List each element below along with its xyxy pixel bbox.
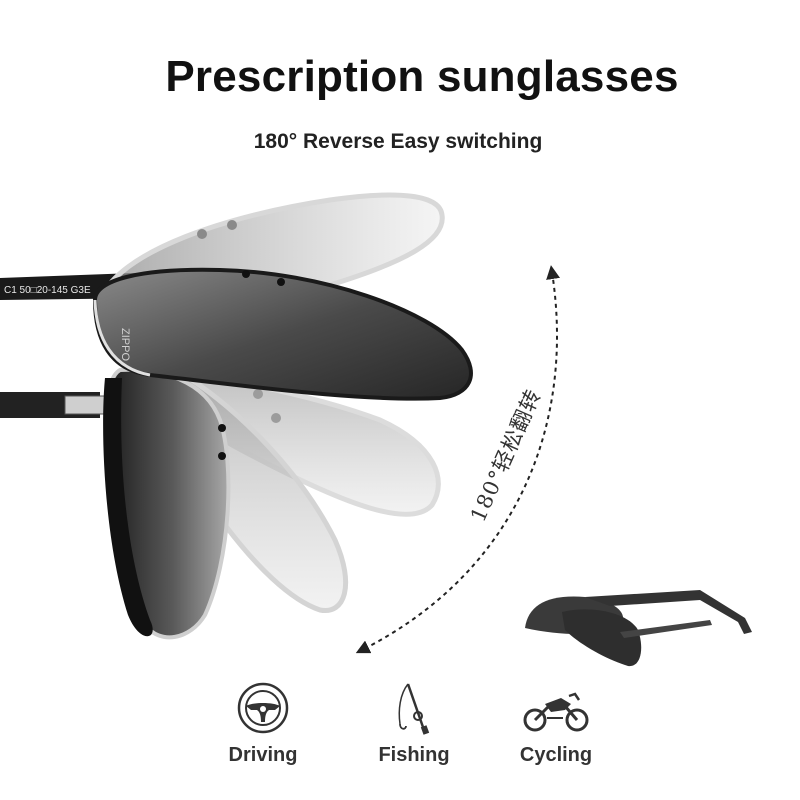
rotation-arrow (355, 265, 560, 654)
feature-label: Cycling (519, 744, 593, 766)
temple-marking: C1 50□20-145 G3E (4, 285, 91, 296)
brand-mark: ZIPPO (119, 328, 131, 361)
fishing-rod-icon (398, 683, 430, 735)
feature-label: Fishing (378, 744, 450, 766)
steering-wheel-icon (237, 682, 289, 734)
feature-cycling: Cycling (496, 680, 616, 767)
feature-fishing: Fishing (354, 680, 474, 767)
page-subtitle: 180° Reverse Easy switching (253, 130, 543, 153)
motorcycle-icon (523, 692, 589, 732)
product-photo (525, 590, 752, 667)
frame-edge (103, 378, 153, 637)
feature-label: Driving (228, 744, 298, 766)
page-title: Prescription sunglasses (165, 52, 679, 101)
feature-driving: Driving (203, 680, 323, 767)
